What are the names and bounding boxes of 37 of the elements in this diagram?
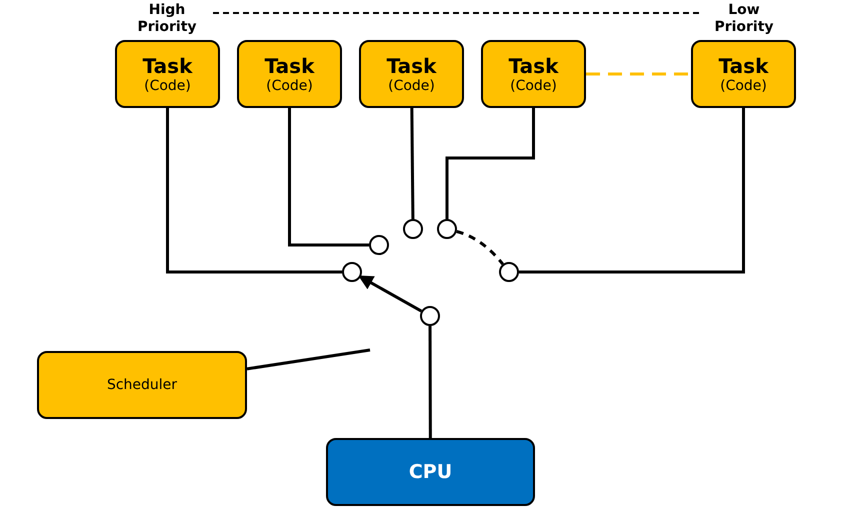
contact-circle — [499, 262, 519, 282]
cpu-label: CPU — [408, 461, 452, 483]
scheduler-label: Scheduler — [106, 377, 178, 393]
connector-line — [166, 108, 342, 274]
connector-line — [428, 326, 432, 438]
connector-line — [446, 108, 535, 219]
task-box — [237, 40, 342, 108]
contact-circle — [403, 219, 423, 239]
connector-line — [519, 108, 745, 274]
task-title: Task — [718, 54, 768, 78]
contact-circle — [369, 235, 389, 255]
task-subtitle: (Code) — [510, 78, 557, 94]
task-subtitle: (Code) — [720, 78, 767, 94]
task-title: Task — [264, 54, 314, 78]
leader-line — [246, 348, 370, 370]
contact-circle — [420, 306, 440, 326]
connector-line — [456, 230, 504, 266]
task-box — [359, 40, 464, 108]
priority-label: High Priority — [136, 2, 198, 36]
task-title: Task — [386, 54, 436, 78]
task-subtitle: (Code) — [388, 78, 435, 94]
task-subtitle: (Code) — [266, 78, 313, 94]
task-title: Task — [142, 54, 192, 78]
connector-line — [358, 275, 422, 312]
task-title: Task — [508, 54, 558, 78]
cpu-box — [326, 438, 535, 506]
connector-line — [586, 72, 691, 76]
task-box — [691, 40, 796, 108]
task-box — [115, 40, 220, 108]
scheduler-box — [37, 351, 247, 419]
contact-circle — [342, 262, 362, 282]
priority-label: Low Priority — [713, 2, 775, 36]
connector-line — [410, 108, 414, 220]
connector-line — [288, 108, 369, 246]
task-box — [481, 40, 586, 108]
task-subtitle: (Code) — [144, 78, 191, 94]
contact-circle — [437, 219, 457, 239]
